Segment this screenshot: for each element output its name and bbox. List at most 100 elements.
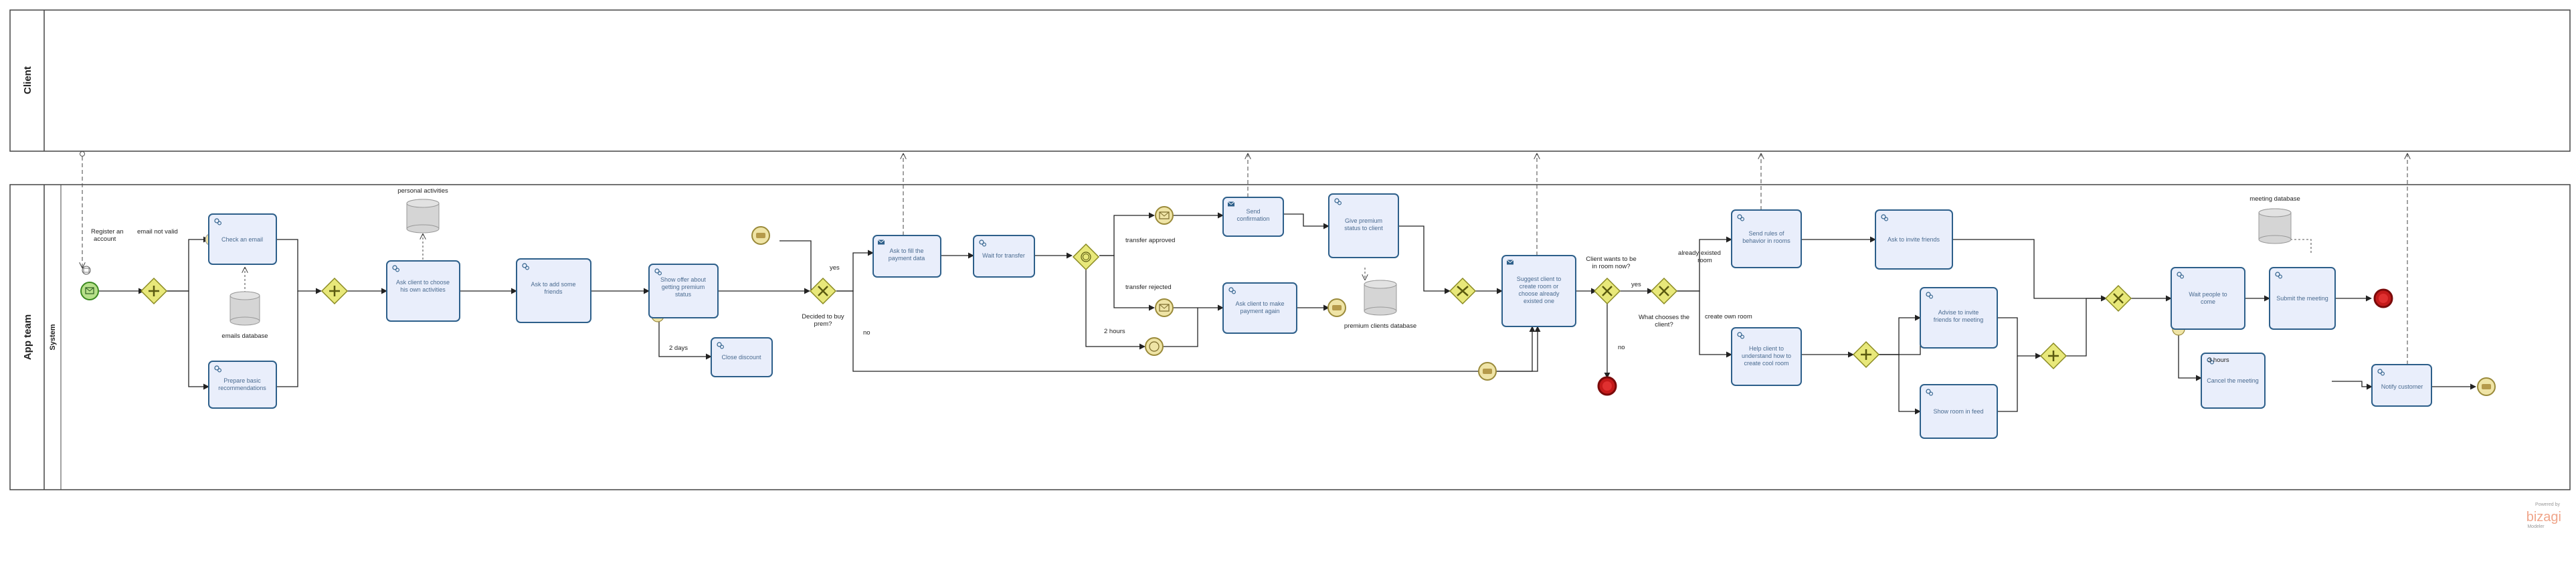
task-submit-meeting[interactable]: Submit the meeting bbox=[2269, 267, 2336, 330]
app-team-lane-title: App team bbox=[22, 314, 33, 360]
exclusive-gateway-decided bbox=[809, 277, 837, 305]
end-event-meeting-submitted bbox=[2373, 288, 2393, 308]
task-label: Notify customer bbox=[2381, 383, 2423, 390]
event-based-gateway bbox=[1072, 243, 1100, 271]
task-ask-invite[interactable]: Ask to invite friends bbox=[1875, 209, 1953, 270]
end-event-notify bbox=[2477, 377, 2496, 396]
task-check-email[interactable]: Check an email bbox=[208, 213, 277, 265]
client-pool: Client bbox=[9, 9, 2571, 152]
label-no2: no bbox=[1618, 344, 1625, 351]
message-flows bbox=[82, 154, 2407, 365]
parallel-gateway-2 bbox=[320, 277, 349, 305]
task-show-room[interactable]: Show room in feed bbox=[1920, 384, 1998, 439]
label-yes1: yes bbox=[830, 264, 840, 272]
task-close-discount[interactable]: Close discount bbox=[711, 337, 773, 377]
label-yes2: yes bbox=[1631, 281, 1641, 288]
task-label: Check an email bbox=[221, 236, 263, 243]
parallel-gateway-1 bbox=[140, 277, 168, 305]
exclusive-gateway-choice bbox=[1650, 277, 1678, 305]
end-event-no-room bbox=[1597, 376, 1617, 396]
task-cancel-meeting[interactable]: Cancel the meeting bbox=[2201, 353, 2266, 409]
parallel-gateway-5 bbox=[2039, 342, 2067, 370]
bizagi-logo: Powered by bizagi Modeler bbox=[2526, 502, 2561, 529]
label-create-own: create own room bbox=[1705, 313, 1752, 320]
task-wait-transfer[interactable]: Wait for transfer bbox=[973, 235, 1035, 278]
premium-db-label: premium clients database bbox=[1344, 322, 1416, 330]
label-three-hours: 3 hours bbox=[2208, 357, 2229, 364]
brand-powered: Powered by bbox=[2535, 502, 2560, 507]
start-event-register[interactable] bbox=[80, 282, 99, 300]
brand-sub: Modeler bbox=[2527, 524, 2545, 529]
task-notify-customer[interactable]: Notify customer bbox=[2371, 364, 2432, 407]
task-label: Close discount bbox=[721, 354, 761, 361]
label-two-days: 2 days bbox=[669, 345, 688, 352]
meeting-db-label: meeting database bbox=[2249, 195, 2300, 203]
emails-db-label: emails database bbox=[221, 332, 268, 340]
task-label: Ask to invite friends bbox=[1888, 236, 1940, 243]
label-transfer-rejected: transfer rejected bbox=[1125, 284, 1172, 291]
start-event-room[interactable] bbox=[1478, 362, 1497, 381]
task-label: Cancel the meeting bbox=[2207, 377, 2259, 384]
app-team-pool: App team System bbox=[9, 184, 2571, 490]
system-lane-title: System bbox=[49, 324, 57, 350]
brand-name: bizagi bbox=[2526, 510, 2561, 524]
parallel-gateway-3 bbox=[1449, 277, 1477, 305]
message-start-event-top bbox=[82, 266, 91, 275]
message-source-marker bbox=[80, 151, 85, 157]
end-event-ask-again bbox=[1327, 298, 1346, 317]
label-email-not-valid: email not valid bbox=[137, 228, 178, 235]
task-label: Show room in feed bbox=[1933, 408, 1983, 415]
message-event-rejected bbox=[1155, 298, 1174, 317]
label-no1: no bbox=[863, 329, 870, 337]
message-event-approved bbox=[1155, 206, 1174, 225]
parallel-gateway-4 bbox=[1852, 341, 1880, 369]
task-label: Wait for transfer bbox=[982, 252, 1025, 259]
client-lane-title: Client bbox=[22, 66, 33, 94]
label-transfer-approved: transfer approved bbox=[1125, 237, 1175, 244]
datastore-meeting: meeting database bbox=[2249, 195, 2300, 244]
datastore-emails: emails database bbox=[221, 291, 268, 340]
parallel-gateway-6 bbox=[2104, 284, 2132, 312]
label-two-hours: 2 hours bbox=[1104, 328, 1125, 335]
task-label: Submit the meeting bbox=[2276, 295, 2328, 302]
start-event-offer[interactable] bbox=[751, 226, 770, 245]
sequence-flows bbox=[99, 212, 2476, 415]
datastore-premium: premium clients database bbox=[1344, 280, 1416, 330]
exclusive-gateway-in-room bbox=[1593, 277, 1621, 305]
timer-event-2-hours bbox=[1145, 337, 1164, 356]
personal-activities-label: personal activities bbox=[397, 187, 448, 195]
